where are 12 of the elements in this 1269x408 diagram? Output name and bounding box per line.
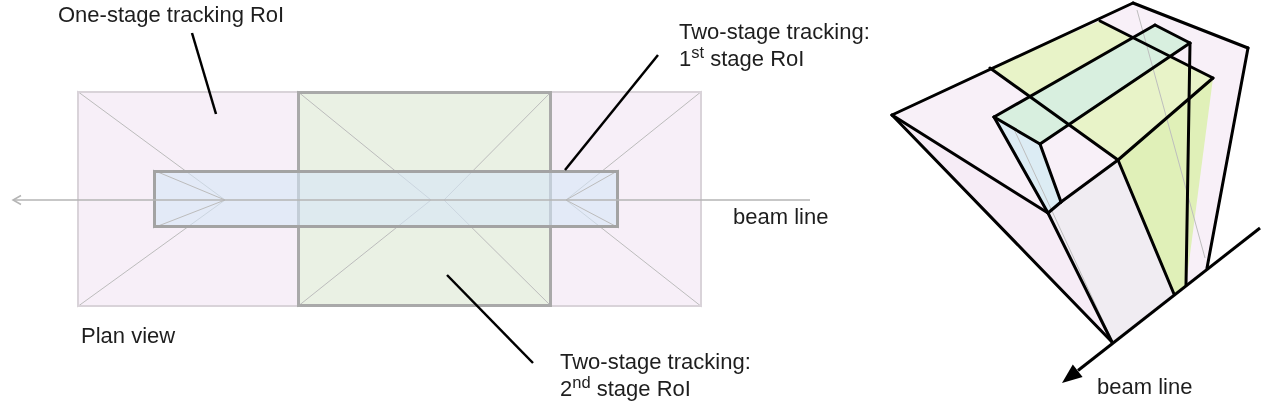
leader-line (564, 54, 659, 171)
region-rectangle (77, 91, 702, 307)
beam-line-label: beam line (733, 203, 829, 230)
region-rectangle (297, 91, 552, 307)
callout-label: Two-stage tracking: 1$^{st}$ stage RoI (679, 18, 879, 72)
leader-line (190, 32, 218, 115)
leader-line (446, 274, 534, 364)
callout-label: Two-stage tracking: 2$^{nd}$ stage RoI (560, 348, 764, 402)
region-rectangle (153, 170, 619, 228)
callout-label: One-stage tracking RoI (58, 1, 285, 28)
beam-line-label: beam line (1097, 373, 1193, 400)
view-caption: Plan view (81, 322, 176, 349)
